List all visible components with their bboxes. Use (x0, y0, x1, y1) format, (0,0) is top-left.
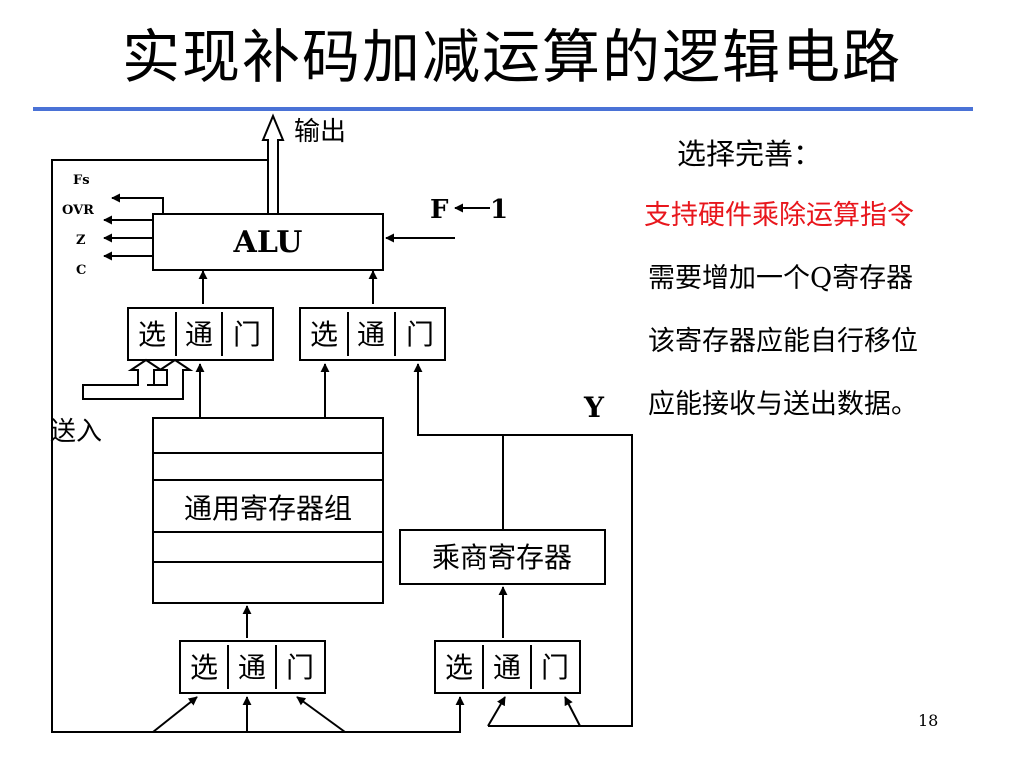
gate-upper-right-pass: 通 (357, 318, 385, 351)
notes-line-4: 应能接收与送出数据。 (648, 389, 918, 420)
gate-upper-left (127, 307, 274, 361)
flag-c-label: C (76, 263, 86, 278)
gate-lower-right-sel: 选 (445, 651, 473, 684)
gate-lower-left-door: 门 (286, 651, 314, 684)
flag-fs-label: Fs (73, 173, 90, 188)
flag-ovr-label: OVR (62, 203, 94, 218)
gate-lower-right-pass: 通 (493, 651, 521, 684)
send-in-label: 送入 (50, 417, 102, 447)
output-arrow (261, 113, 285, 215)
one-label: 1 (490, 195, 508, 225)
gate-lower-left-pass: 通 (238, 651, 266, 684)
flag-z-label: Z (76, 233, 86, 248)
gate-upper-left-door: 门 (233, 318, 261, 351)
mq-register-label: 乘商寄存器 (432, 541, 572, 574)
title-divider (33, 107, 973, 111)
mq-register-box (399, 529, 606, 585)
mq-feedback-path (413, 363, 504, 537)
gate-lower-right (434, 640, 581, 694)
y-label: Y (583, 391, 605, 424)
page-number: 18 (918, 711, 938, 730)
gate-lower-left-sel: 选 (190, 651, 218, 684)
gate-lower-right-door: 门 (541, 651, 569, 684)
f-label: F (430, 195, 449, 225)
notes-line-1: 支持硬件乘除运算指令 (644, 200, 914, 231)
register-group-box (152, 417, 384, 604)
register-group-label: 通用寄存器组 (184, 492, 352, 525)
gate-upper-right (299, 307, 446, 361)
fs-flag-line (111, 193, 164, 214)
output-label: 输出 (294, 117, 346, 147)
gate-lower-left (179, 640, 326, 694)
gate-upper-left-pass: 通 (185, 318, 213, 351)
gate-upper-left-sel: 选 (138, 318, 166, 351)
gate-upper-right-sel: 选 (310, 318, 338, 351)
y-bus-right (503, 434, 633, 727)
slide-title: 实现补码加减运算的逻辑电路 (121, 23, 902, 91)
notes-line-3: 该寄存器应能自行移位 (648, 326, 918, 357)
alu-box (152, 213, 384, 271)
output-bus-loop (51, 159, 465, 733)
notes-line-2: 需要增加一个Q寄存器 (648, 263, 914, 294)
alu-label: ALU (233, 225, 303, 260)
gate-upper-right-door: 门 (406, 318, 434, 351)
notes-heading: 选择完善： (677, 137, 823, 171)
